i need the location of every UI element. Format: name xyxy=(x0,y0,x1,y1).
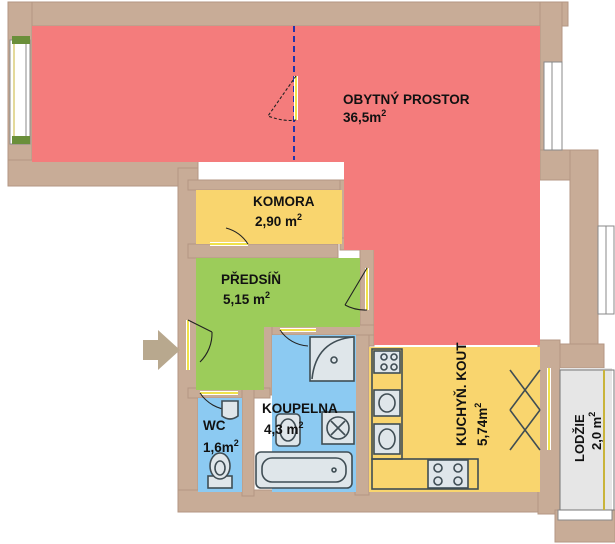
doors xyxy=(186,75,551,450)
loggia-frame xyxy=(559,369,615,511)
label-lodzie-area: 2,0 m xyxy=(589,417,604,450)
svg-text:5,74m2: 5,74m2 xyxy=(473,403,490,446)
kitchen-sink-icon xyxy=(373,389,401,455)
fixtures xyxy=(207,336,541,490)
svg-text:2,0 m2: 2,0 m2 xyxy=(587,412,604,450)
kitchen-counter xyxy=(371,348,479,490)
room-komora xyxy=(196,190,342,244)
label-wc-area: 1,6m xyxy=(203,440,234,455)
label-obytny-prostor-sup: 2 xyxy=(381,108,386,118)
label-kuchyn-area: 5,74m xyxy=(475,408,490,446)
hand-basin-icon xyxy=(221,400,239,420)
label-obytny-prostor-name: OBYTNÝ PROSTOR xyxy=(343,92,470,107)
label-koupelna-sup: 2 xyxy=(299,420,304,430)
fridge-icon xyxy=(373,350,401,374)
label-komora-sup: 2 xyxy=(297,212,302,222)
walls xyxy=(7,1,615,543)
window-loggia xyxy=(557,509,613,521)
shower-icon xyxy=(309,336,355,382)
sink-icon xyxy=(275,413,301,447)
label-obytny-prostor-area: 36,5m xyxy=(343,110,381,125)
label-komora-area: 2,90 m xyxy=(255,214,297,229)
entrance-arrow xyxy=(143,330,180,370)
room-obytny-prostor xyxy=(32,26,540,162)
label-wc-name: WC xyxy=(203,418,226,433)
windows xyxy=(9,36,615,521)
room-predsin xyxy=(196,258,360,390)
window-right-top xyxy=(543,61,563,151)
window-cross-icon xyxy=(509,369,541,451)
label-kuchyn-sup: 2 xyxy=(473,403,483,408)
svg-text:36,5m2: 36,5m2 xyxy=(343,108,386,125)
window-left xyxy=(9,39,31,145)
room-labels: OBYTNÝ PROSTOR 36,5m2 KOMORA 2,90 m2 PŘE… xyxy=(203,92,604,462)
toilet-icon xyxy=(207,452,233,489)
label-lodzie-sup: 2 xyxy=(587,412,597,417)
label-predsin-area: 5,15 m xyxy=(223,292,265,307)
svg-text:1,6m2: 1,6m2 xyxy=(203,438,239,455)
svg-text:4,3 m2: 4,3 m2 xyxy=(264,420,304,437)
svg-text:5,15 m2: 5,15 m2 xyxy=(223,290,270,307)
label-predsin-name: PŘEDSÍŇ xyxy=(221,272,281,287)
svg-text:2,90 m2: 2,90 m2 xyxy=(255,212,302,229)
washing-machine-icon xyxy=(321,411,355,445)
label-predsin-sup: 2 xyxy=(265,290,270,300)
label-lodzie-name: LODŽIE xyxy=(572,414,587,462)
label-kuchyn-name: KUCHYŇ. KOUT xyxy=(454,342,469,446)
label-komora-name: KOMORA xyxy=(253,194,315,209)
label-koupelna-name: KOUPELNA xyxy=(262,401,338,416)
label-koupelna-area: 4,3 m xyxy=(264,422,299,437)
cooktop-icon xyxy=(427,459,469,489)
label-wc-sup: 2 xyxy=(234,438,239,448)
room-obytny-prostor-lower xyxy=(344,160,540,345)
bathtub-icon xyxy=(255,451,353,489)
